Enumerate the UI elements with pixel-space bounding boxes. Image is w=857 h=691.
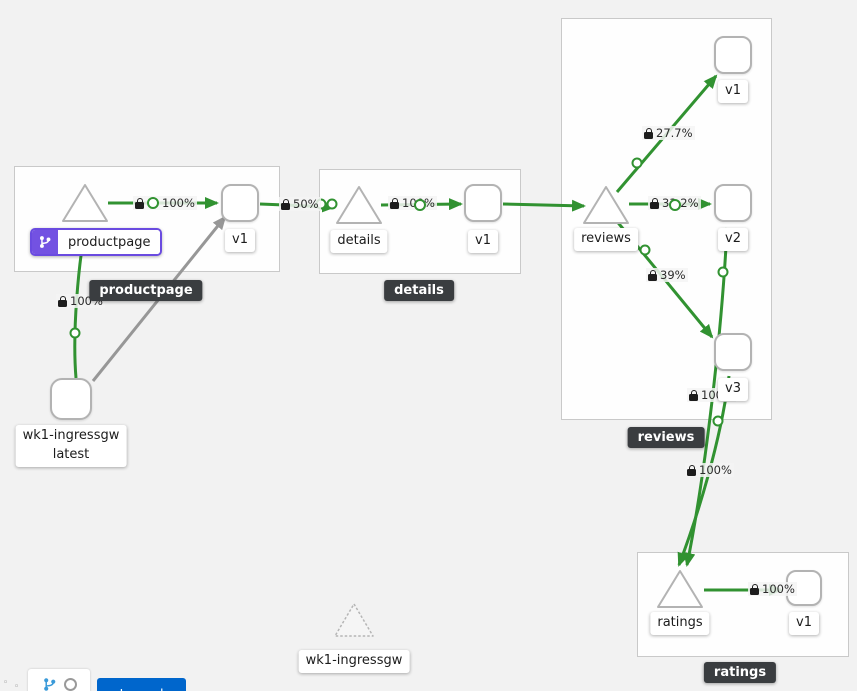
legend-button[interactable]: Legend bbox=[97, 678, 186, 691]
mtls-lock-icon bbox=[644, 127, 653, 139]
edge-percentage: 100% bbox=[162, 196, 195, 210]
version-node-ratings-v1[interactable] bbox=[786, 570, 822, 606]
edge-percentage: 50% bbox=[293, 197, 319, 211]
node-label-details-v1: v1 bbox=[468, 230, 498, 253]
traffic-dot-icon bbox=[414, 199, 426, 211]
node-label-reviews: reviews bbox=[574, 228, 638, 251]
toolbar-chip[interactable] bbox=[28, 669, 90, 691]
node-label-line2: latest bbox=[52, 446, 90, 462]
mtls-lock-icon bbox=[650, 197, 659, 209]
edge-percentage: 39% bbox=[660, 268, 686, 282]
edge-dot bbox=[712, 415, 724, 427]
version-node-reviews-v1[interactable] bbox=[714, 36, 752, 74]
edge-dot bbox=[69, 327, 81, 339]
edge-label-ratings-v1: 100% bbox=[748, 582, 797, 596]
mtls-lock-icon bbox=[648, 269, 657, 281]
node-label-line1: wk1-ingressgw bbox=[22, 428, 120, 443]
edge-dot bbox=[631, 157, 643, 169]
version-node-productpage-v1[interactable] bbox=[221, 184, 259, 222]
node-label-idle-ingressgw: wk1-ingressgw bbox=[298, 650, 410, 673]
mtls-lock-icon bbox=[58, 295, 67, 307]
node-label-details: details bbox=[330, 230, 388, 253]
edge-label-details-v1: 100% bbox=[388, 196, 437, 211]
mtls-lock-icon bbox=[687, 464, 696, 476]
version-node-details-v1[interactable] bbox=[464, 184, 502, 222]
app-node-ratings[interactable] bbox=[655, 567, 705, 611]
mtls-lock-icon bbox=[135, 197, 144, 209]
group-badge-ratings: ratings bbox=[703, 662, 777, 683]
toolbar-fragment: ◦ bbox=[3, 678, 9, 688]
edge-label-v1-details: 50% bbox=[279, 197, 321, 211]
edge-v1-reviews[interactable] bbox=[502, 199, 586, 212]
group-badge-productpage: productpage bbox=[89, 280, 203, 301]
edge-label-reviews-v3: 39% bbox=[646, 268, 688, 282]
node-label-ratings-v1: v1 bbox=[789, 612, 819, 635]
toolbar-fragment: ◦ bbox=[14, 682, 20, 691]
edge-label-v2-ratings: 100% bbox=[685, 463, 734, 477]
version-branch-icon bbox=[43, 677, 55, 691]
version-node-reviews-v2[interactable] bbox=[714, 184, 752, 222]
node-label-ingressgw: wk1-ingressgw latest bbox=[15, 425, 127, 467]
app-node-details[interactable] bbox=[334, 183, 384, 227]
node-label-reviews-v2: v2 bbox=[718, 228, 748, 251]
edge-label-reviews-v1: 27.7% bbox=[642, 126, 695, 140]
version-node-reviews-v3[interactable] bbox=[714, 333, 752, 371]
mtls-lock-icon bbox=[281, 198, 290, 210]
node-label-reviews-v1: v1 bbox=[718, 80, 748, 103]
traffic-dot-icon bbox=[147, 197, 159, 209]
workload-node-ingressgw[interactable] bbox=[50, 378, 92, 420]
edge-label-reviews-v2: 33.2% bbox=[648, 196, 701, 211]
group-badge-details: details bbox=[384, 280, 454, 301]
mtls-lock-icon bbox=[750, 583, 759, 595]
edge-label-productpage-v1: 100% bbox=[133, 196, 197, 210]
node-label-ratings: ratings bbox=[650, 612, 710, 635]
app-node-reviews[interactable] bbox=[581, 183, 631, 227]
mtls-lock-icon bbox=[689, 389, 698, 401]
node-label: productpage bbox=[58, 230, 161, 254]
edge-dot bbox=[326, 198, 338, 210]
edge-dot bbox=[717, 266, 729, 278]
mtls-lock-icon bbox=[390, 197, 399, 209]
node-label-reviews-v3: v3 bbox=[718, 378, 748, 401]
edge-dot bbox=[639, 244, 651, 256]
app-node-productpage[interactable] bbox=[60, 181, 110, 225]
app-node-idle-ingressgw[interactable] bbox=[332, 600, 376, 640]
edge-percentage: 100% bbox=[699, 463, 732, 477]
node-label-productpage-v1: v1 bbox=[225, 229, 255, 252]
version-branch-icon bbox=[32, 230, 58, 254]
edge-percentage: 27.7% bbox=[656, 126, 693, 140]
edge-percentage: 100% bbox=[762, 582, 795, 596]
group-badge-reviews: reviews bbox=[627, 427, 705, 448]
selected-node-label-productpage[interactable]: productpage bbox=[30, 228, 163, 256]
traffic-dot-icon bbox=[669, 199, 681, 211]
circle-icon bbox=[63, 677, 77, 691]
